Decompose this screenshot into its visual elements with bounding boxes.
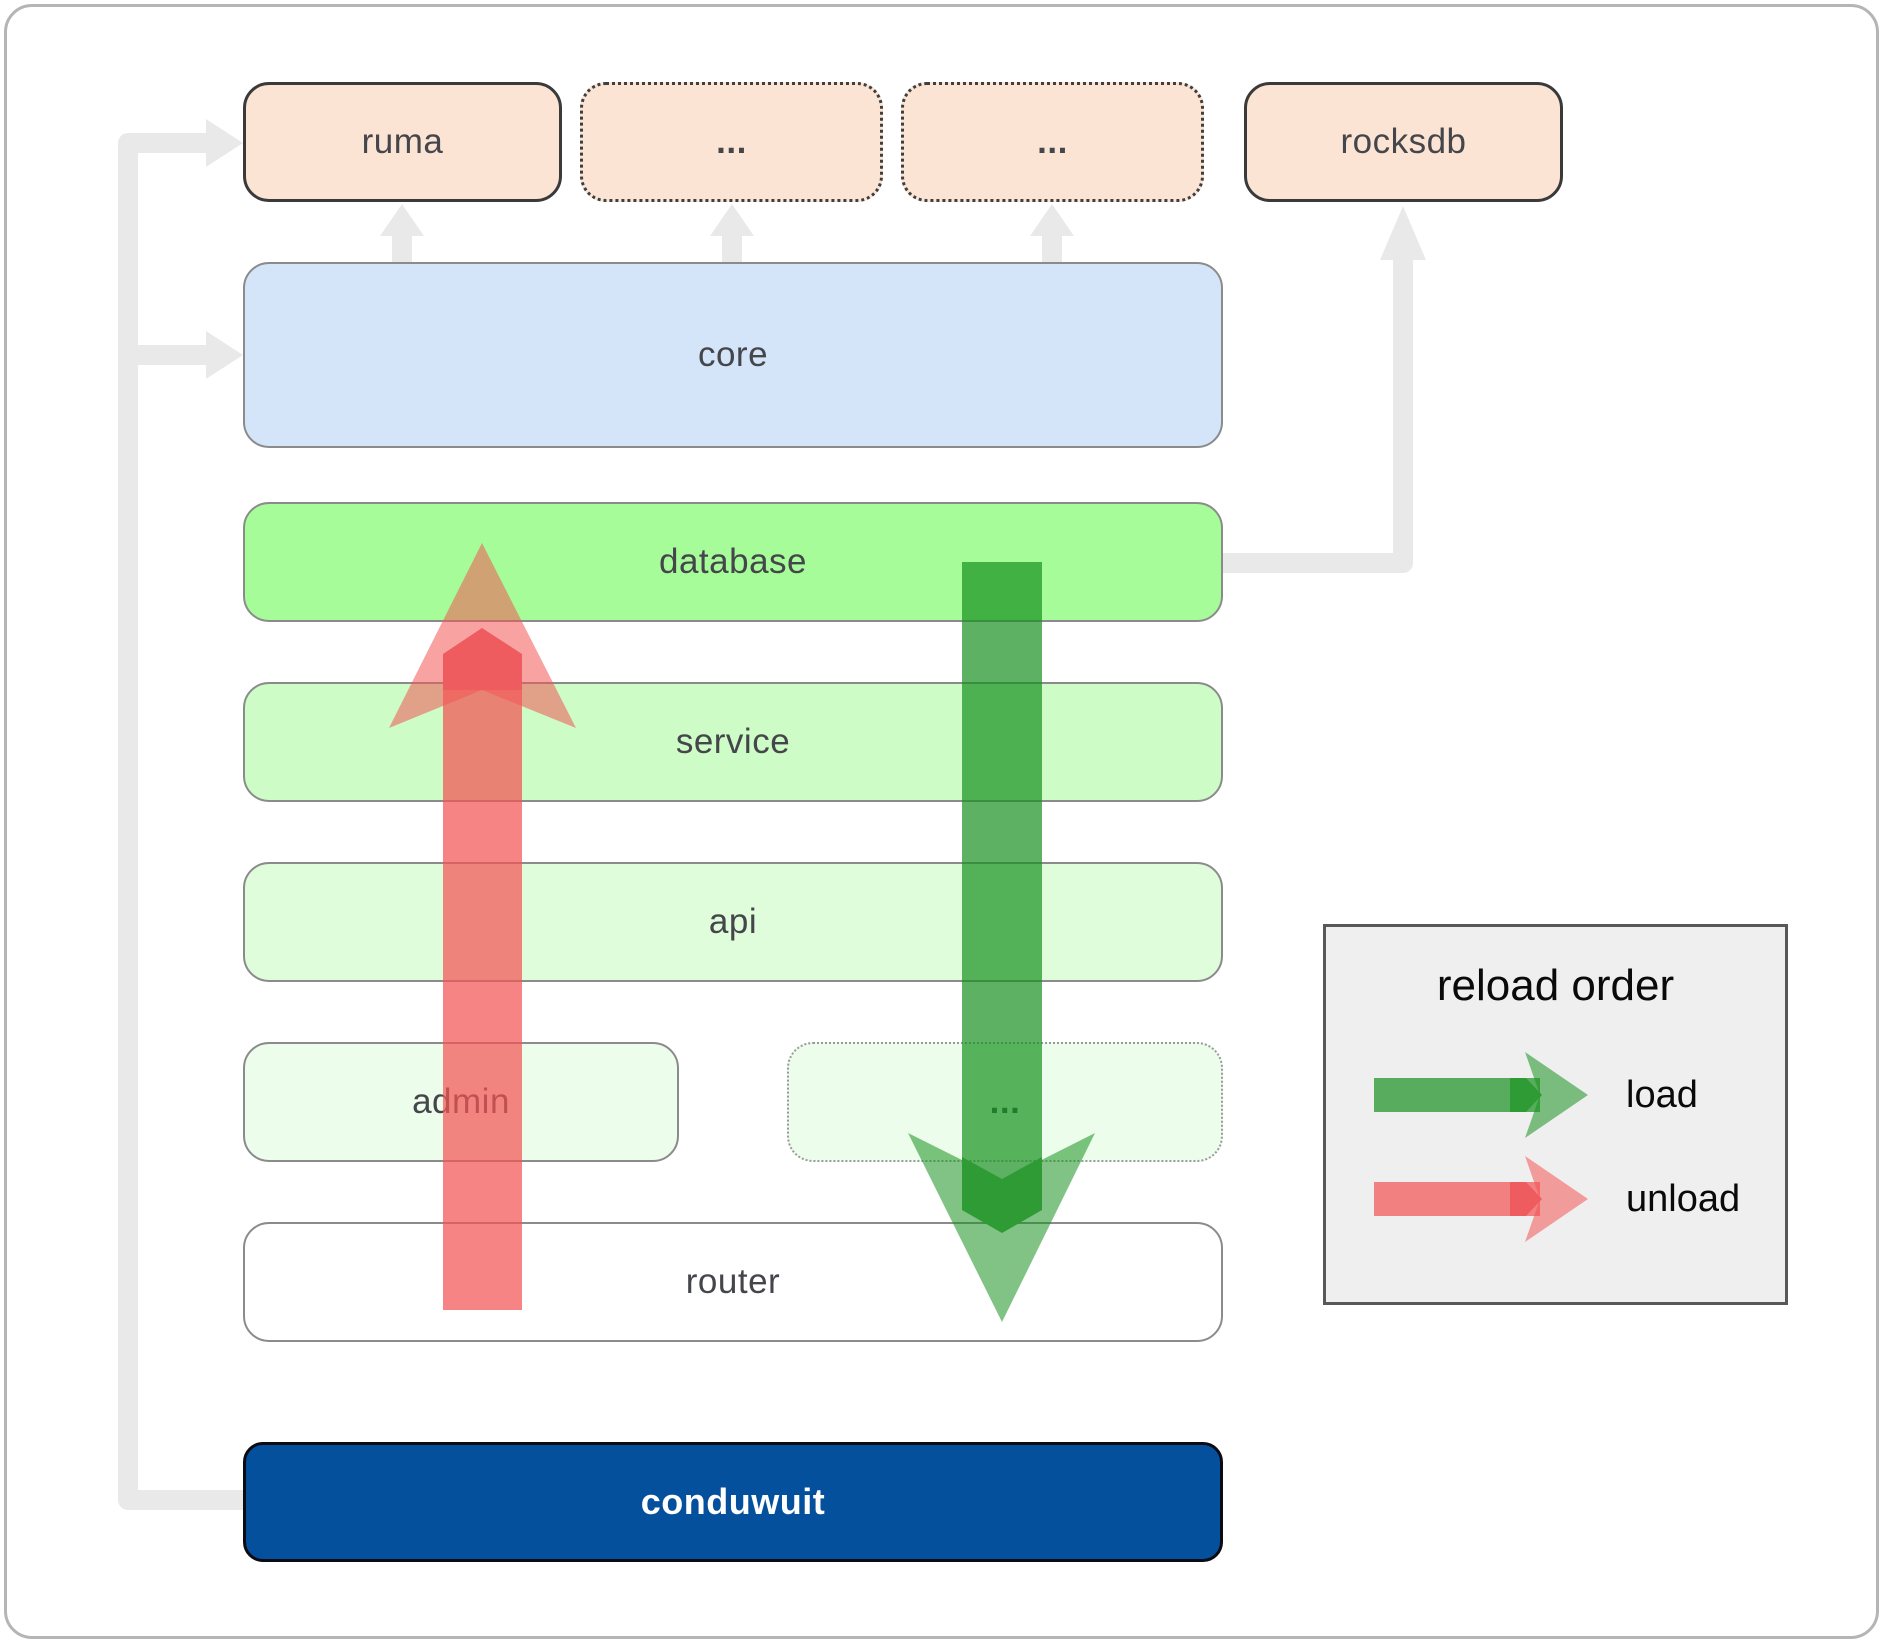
unload-arrow-icon bbox=[1374, 1156, 1588, 1242]
arrowhead-to-rocksdb bbox=[1380, 206, 1426, 260]
arrowhead-to-core bbox=[206, 331, 243, 379]
node-conduwuit-label: conduwuit bbox=[640, 1481, 826, 1522]
node-ruma: ruma bbox=[243, 82, 562, 202]
node-conduwuit: conduwuit bbox=[243, 1442, 1223, 1562]
load-arrow-shaft bbox=[962, 562, 1042, 1180]
connector-database-to-rocksdb bbox=[1223, 206, 1426, 573]
node-rocksdb: rocksdb bbox=[1244, 82, 1563, 202]
arrowhead-up-dots2 bbox=[1030, 204, 1074, 236]
node-dots-top-1: ... bbox=[580, 82, 883, 202]
connector-core-to-dots2 bbox=[1030, 204, 1074, 262]
node-dots-top-2: ... bbox=[901, 82, 1204, 202]
load-arrow-inner-head bbox=[962, 1157, 1042, 1233]
legend-load-head bbox=[1525, 1052, 1588, 1138]
node-core-label: core bbox=[697, 335, 769, 374]
unload-arrow bbox=[389, 543, 576, 1310]
load-arrow bbox=[908, 562, 1095, 1322]
node-rocksdb-label: rocksdb bbox=[1340, 122, 1467, 161]
arrowhead-to-ruma bbox=[206, 119, 243, 167]
node-database-label: database bbox=[658, 542, 808, 581]
node-dots-top-2-label: ... bbox=[1037, 122, 1068, 161]
connector-core-to-dots1 bbox=[710, 204, 754, 262]
arrowhead-up-ruma bbox=[380, 204, 424, 236]
legend-unload-label: unload bbox=[1626, 1177, 1741, 1220]
node-api-label: api bbox=[708, 902, 758, 941]
node-dots-top-1-label: ... bbox=[716, 122, 747, 161]
load-arrow-icon bbox=[1374, 1052, 1588, 1138]
unload-arrow-inner-head bbox=[443, 628, 522, 690]
unload-arrow-shaft bbox=[443, 690, 522, 1310]
node-database: database bbox=[243, 502, 1223, 622]
connector-conduwuit-to-core bbox=[128, 331, 243, 379]
legend-load-label: load bbox=[1626, 1073, 1698, 1116]
node-ruma-label: ruma bbox=[361, 122, 444, 161]
legend-unload-inner-head bbox=[1510, 1182, 1542, 1216]
node-router: router bbox=[243, 1222, 1223, 1342]
legend-load-inner-head bbox=[1510, 1078, 1542, 1112]
legend: reload order load unload bbox=[1323, 924, 1788, 1305]
node-router-label: router bbox=[685, 1262, 781, 1301]
node-api: api bbox=[243, 862, 1223, 982]
node-service-label: service bbox=[675, 722, 791, 761]
connector-core-to-ruma bbox=[380, 204, 424, 262]
node-core: core bbox=[243, 262, 1223, 448]
legend-title: reload order bbox=[1436, 961, 1675, 1010]
connector-conduwuit-to-ruma bbox=[118, 119, 243, 1510]
legend-unload-head bbox=[1525, 1156, 1588, 1242]
arrowhead-up-dots1 bbox=[710, 204, 754, 236]
